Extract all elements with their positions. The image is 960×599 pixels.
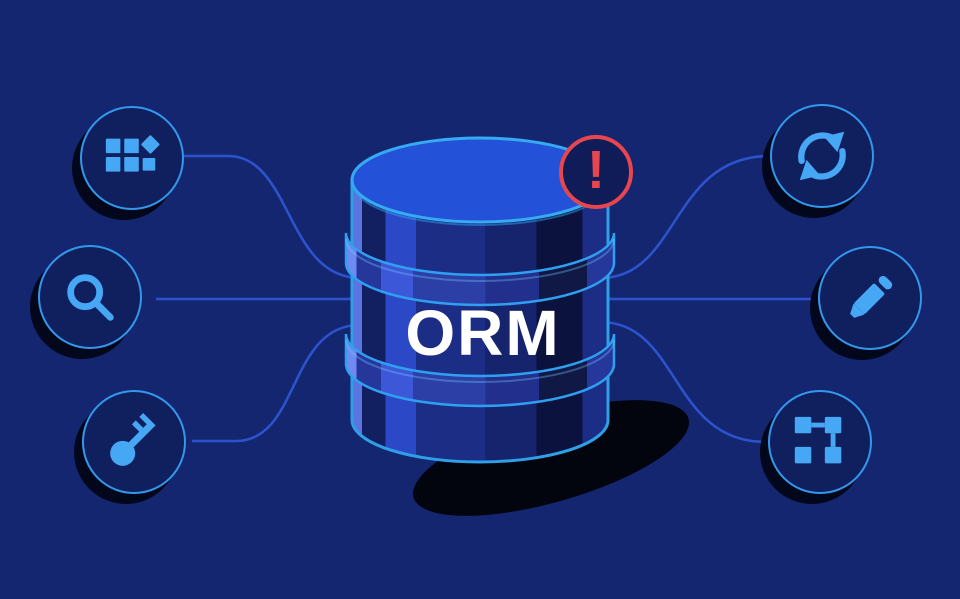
cylinder-band	[344, 333, 616, 408]
alert-badge: !	[559, 135, 633, 209]
sync-icon	[798, 131, 846, 181]
cylinder-band	[344, 232, 616, 307]
key-icon	[110, 413, 156, 466]
connector-bottom-left	[192, 323, 361, 443]
node-search	[38, 245, 142, 349]
cylinder-band-highlight	[345, 238, 615, 282]
pencil-icon	[850, 275, 893, 318]
node-table-grid	[80, 106, 184, 210]
node-sync	[770, 104, 874, 208]
schema-icon	[794, 416, 842, 464]
search-icon	[67, 274, 114, 321]
connector-top-left	[184, 154, 361, 280]
connector-top-right	[599, 154, 771, 280]
connector-bottom-right	[599, 320, 767, 444]
node-key	[82, 390, 186, 494]
cylinder-band-highlight	[345, 339, 615, 383]
node-schema	[768, 390, 872, 494]
node-pencil	[818, 246, 922, 350]
exclamation-icon: !	[587, 140, 605, 200]
orm-label: ORM	[405, 297, 560, 369]
table-grid-icon	[105, 135, 160, 172]
